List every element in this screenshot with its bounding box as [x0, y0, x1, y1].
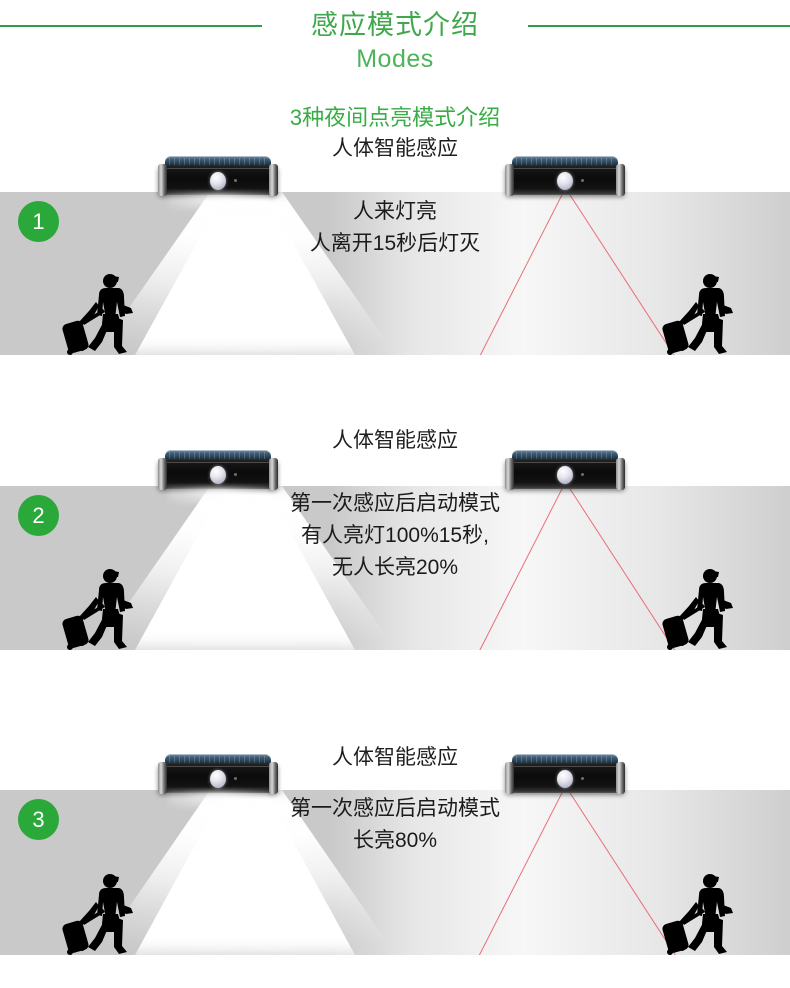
solar-lamp-left [158, 156, 278, 210]
solar-panel [165, 156, 271, 167]
lamp-side-left [505, 458, 514, 490]
panel-2-badge: 2 [18, 495, 59, 536]
panel-1-line-2: 人离开15秒后灯灭 [309, 232, 481, 255]
panel-2-caption: 人体智能感应 [332, 429, 458, 452]
page-title-en: Modes [356, 45, 434, 73]
lamp-side-left [158, 164, 167, 196]
person-silhouette-right [662, 272, 750, 355]
panel-3-line-1: 第一次感应后启动模式 [290, 797, 500, 820]
lamp-side-right [269, 458, 278, 490]
panel-1-badge: 1 [18, 201, 59, 242]
solar-grid [516, 158, 614, 165]
led-indicator-icon [234, 777, 237, 780]
panel-2-line-2: 有人亮灯100%15秒, [301, 524, 489, 547]
panel-3-caption: 人体智能感应 [332, 746, 458, 769]
person-silhouette-right [662, 872, 750, 955]
solar-grid [169, 756, 267, 763]
solar-panel [512, 450, 618, 461]
led-indicator-icon [234, 473, 237, 476]
panel-3-text: 第一次感应后启动模式 长亮80% [0, 793, 790, 857]
led-indicator-icon [581, 473, 584, 476]
lamp-side-left [158, 458, 167, 490]
pir-sensor-icon [557, 466, 573, 484]
lamp-side-right [269, 762, 278, 794]
solar-panel [512, 156, 618, 167]
solar-lamp-right [505, 450, 625, 496]
title-rule-left [0, 25, 262, 27]
led-indicator-icon [581, 179, 584, 182]
lamp-side-right [616, 164, 625, 196]
lamp-side-right [616, 458, 625, 490]
page-subtitle: 3种夜间点亮模式介绍 [289, 105, 501, 130]
lamp-side-left [505, 164, 514, 196]
panel-3-badge: 3 [18, 799, 59, 840]
page-header: 感应模式介绍 Modes [0, 0, 790, 92]
panel-1-line-1: 人来灯亮 [353, 200, 437, 223]
pir-sensor-icon [210, 172, 226, 190]
title-rule-right [528, 25, 790, 27]
panel-1-text: 人来灯亮 人离开15秒后灯灭 [0, 196, 790, 260]
pir-sensor-icon [210, 466, 226, 484]
panel-2-line-1: 第一次感应后启动模式 [290, 492, 500, 515]
pir-sensor-icon [210, 770, 226, 788]
person-silhouette-left [62, 272, 150, 355]
solar-lamp-left [158, 754, 278, 808]
solar-panel [512, 754, 618, 765]
panel-1-caption: 人体智能感应 [332, 137, 458, 160]
lamp-side-right [616, 762, 625, 794]
pir-sensor-icon [557, 172, 573, 190]
solar-lamp-right [505, 156, 625, 202]
lamp-side-right [269, 164, 278, 196]
person-silhouette-left [62, 567, 150, 650]
solar-grid [169, 158, 267, 165]
led-indicator-icon [234, 179, 237, 182]
solar-grid [516, 452, 614, 459]
panel-3-line-2: 长亮80% [352, 829, 438, 852]
person-silhouette-right [662, 567, 750, 650]
pir-sensor-icon [557, 770, 573, 788]
lamp-side-left [158, 762, 167, 794]
solar-panel [165, 754, 271, 765]
solar-grid [516, 756, 614, 763]
lamp-side-left [505, 762, 514, 794]
person-silhouette-left [62, 872, 150, 955]
solar-lamp-right [505, 754, 625, 800]
solar-lamp-left [158, 450, 278, 504]
page-title-cn: 感应模式介绍 [311, 10, 479, 40]
led-indicator-icon [581, 777, 584, 780]
solar-grid [169, 452, 267, 459]
solar-panel [165, 450, 271, 461]
